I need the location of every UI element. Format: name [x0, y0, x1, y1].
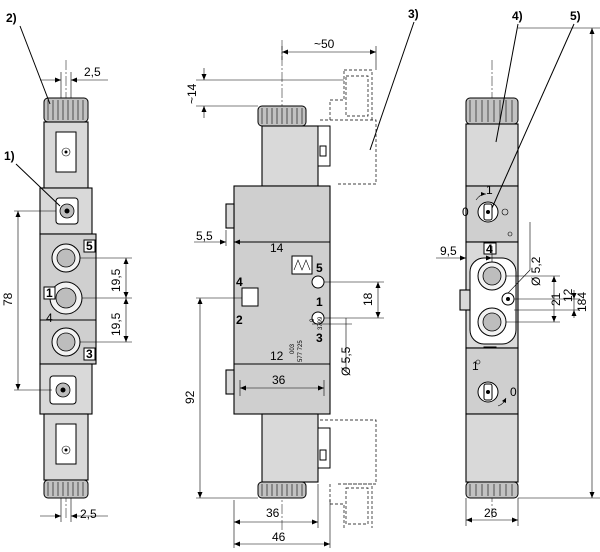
ref-5: 5) — [570, 9, 581, 23]
dim-26: 26 — [484, 506, 498, 520]
side-view: 577 725 003 0 3799 14 12 5 1 3 4 2 ~50 — [183, 7, 419, 548]
override-bottom-0: 0 — [510, 385, 517, 399]
side-port-5-label: 5 — [316, 261, 323, 275]
side-port-3-label: 3 — [316, 331, 323, 345]
front-port-4-label: 4 — [46, 311, 53, 325]
end-view: 4 2 1 0 1 0 9,5 — [436, 9, 600, 526]
override-bottom-1: 1 — [472, 359, 479, 373]
side-bottom-coil — [261, 413, 319, 483]
front-port-5-label: 5 — [86, 239, 93, 253]
dim-19-5-lower: 19,5 — [109, 312, 123, 336]
dim-18: 18 — [361, 292, 375, 306]
end-top-cap — [465, 97, 519, 125]
ref-3: 3) — [408, 7, 419, 21]
dim-92: 92 — [183, 390, 197, 404]
dim-9-5: 9,5 — [440, 244, 457, 258]
ref-2: 2) — [6, 11, 17, 25]
dim-2-5-top: 2,5 — [84, 65, 101, 79]
label-code-3799: 3799 — [318, 316, 324, 330]
side-port-2-label: 2 — [236, 313, 243, 327]
dim-78: 78 — [1, 292, 15, 306]
label-code-0: 0 — [310, 318, 316, 322]
end-top-coil — [465, 123, 519, 187]
dim-5-5: 5,5 — [196, 229, 213, 243]
front-port-3-label: 3 — [86, 347, 93, 361]
label-code-003: 003 — [290, 343, 296, 354]
side-port-5 — [311, 275, 325, 289]
dim-2-5-bottom: 2,5 — [80, 507, 97, 521]
side-port-12: 12 — [270, 349, 284, 363]
dim-50: ~50 — [314, 37, 335, 51]
label-part-number: 577 725 — [298, 340, 304, 362]
front-view: 5 1 4 3 2,5 2,5 — [1, 11, 132, 522]
end-port-4-label: 4 — [486, 242, 493, 256]
dim-184: 184 — [575, 292, 589, 312]
side-port-1-label: 1 — [316, 295, 323, 309]
side-port-4-label: 4 — [236, 275, 243, 289]
side-port-14: 14 — [270, 241, 284, 255]
override-top-0: 0 — [462, 205, 469, 219]
dim-36-middle: 36 — [272, 373, 286, 387]
dim-12: 12 — [561, 288, 575, 302]
dim-36-bottom: 36 — [266, 506, 280, 520]
front-port-1-label: 1 — [46, 286, 53, 300]
dim-dia-5-5: Ø 5,5 — [339, 346, 353, 376]
bottom-knurled-cap — [43, 479, 89, 499]
dim-dia-5-2: Ø 5,2 — [529, 256, 543, 286]
end-bottom-coil — [465, 413, 519, 483]
dim-19-5-upper: 19,5 — [109, 268, 123, 292]
end-bottom-pilot — [465, 347, 519, 415]
override-top-1: 1 — [486, 183, 493, 197]
top-knurled-cap — [43, 97, 89, 123]
dim-14: ~14 — [185, 83, 199, 104]
end-bottom-cap — [465, 481, 519, 499]
ref-4: 4) — [512, 9, 523, 23]
dim-46: 46 — [272, 530, 286, 544]
side-top-coil — [261, 125, 319, 187]
ref-1: 1) — [4, 149, 15, 163]
